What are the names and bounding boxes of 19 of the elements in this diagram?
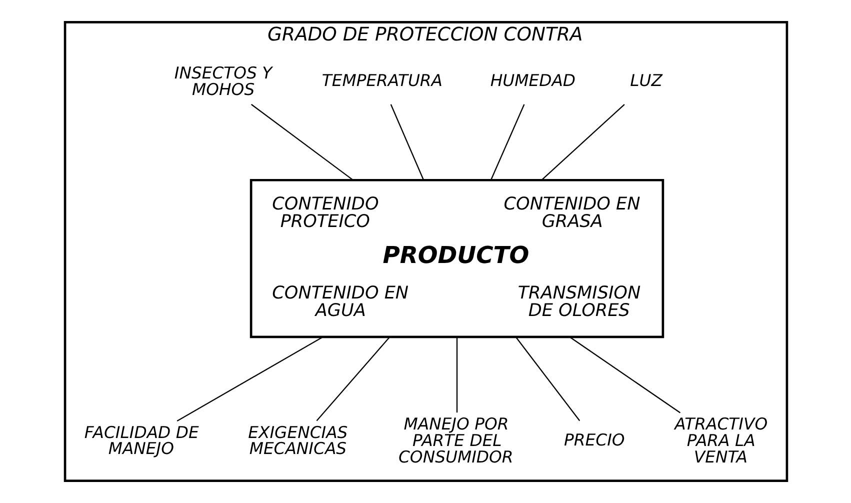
connector bbox=[569, 336, 680, 414]
connector bbox=[250, 104, 353, 180]
node-text: TEMPERATURA bbox=[321, 71, 442, 90]
node-text: MANEJO POR PARTE DEL CONSUMIDOR bbox=[398, 414, 513, 466]
node-text: PRECIO bbox=[564, 430, 624, 450]
node-text: ATRACTIVO PARA LA VENTA bbox=[674, 414, 768, 466]
node-box: CONTENIDO PROTEICO CONTENIDO EN GRASA PRODUCTO CONTENIDO EN AGUA TRANSMISION DE OLORES bbox=[249, 178, 664, 338]
connector bbox=[316, 336, 390, 422]
connector bbox=[456, 337, 458, 413]
node-text: EXIGENCIAS MECANICAS bbox=[248, 422, 348, 458]
node-text: LUZ bbox=[630, 71, 662, 90]
node-text: FACILIDAD DE MANEJO bbox=[84, 422, 198, 458]
connector bbox=[514, 336, 580, 422]
node-text: INSECTOS Y MOHOS bbox=[174, 64, 272, 99]
connector bbox=[176, 336, 322, 422]
connector bbox=[490, 104, 524, 180]
connector bbox=[390, 104, 424, 180]
node-text: HUMEDAD bbox=[490, 71, 576, 90]
connector bbox=[540, 104, 624, 180]
